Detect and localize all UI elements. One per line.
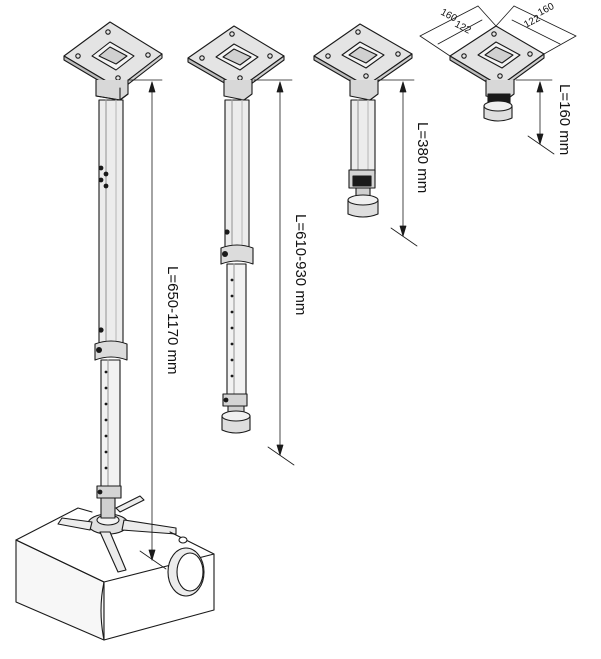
adapter-medium xyxy=(221,405,251,434)
dimension-line-medium xyxy=(253,79,295,466)
clamp-long xyxy=(94,340,128,361)
adapter-fixed xyxy=(483,100,513,122)
plate-outer-dimension-right: 160 xyxy=(536,1,556,19)
projector-bracket xyxy=(57,495,177,573)
plate-dimension-lines xyxy=(419,5,577,57)
inner-tube-medium xyxy=(226,263,247,399)
mount-fixed xyxy=(419,5,577,155)
dimension-line-fixed xyxy=(515,79,555,155)
ceiling-plate-long xyxy=(63,21,163,93)
mount-long xyxy=(15,21,215,641)
dimension-line-long xyxy=(127,79,167,570)
inner-tube-long xyxy=(100,359,121,491)
dimension-line-short xyxy=(377,79,418,247)
length-label-long: L=650-1170 mm xyxy=(164,266,181,375)
projector xyxy=(15,507,215,641)
outer-tube-long xyxy=(98,99,124,351)
clamp-medium xyxy=(220,244,254,265)
tube-short xyxy=(350,99,376,175)
ceiling-plate-short xyxy=(313,23,413,91)
adapter-short xyxy=(347,187,379,218)
outer-tube-medium xyxy=(224,99,250,253)
length-label-short: L=380 mm xyxy=(414,122,431,193)
mount-short xyxy=(313,23,418,247)
mount-medium xyxy=(187,25,295,466)
length-label-medium: L=610-930 mm xyxy=(292,214,309,315)
length-label-fixed: L=160 mm xyxy=(556,84,573,155)
